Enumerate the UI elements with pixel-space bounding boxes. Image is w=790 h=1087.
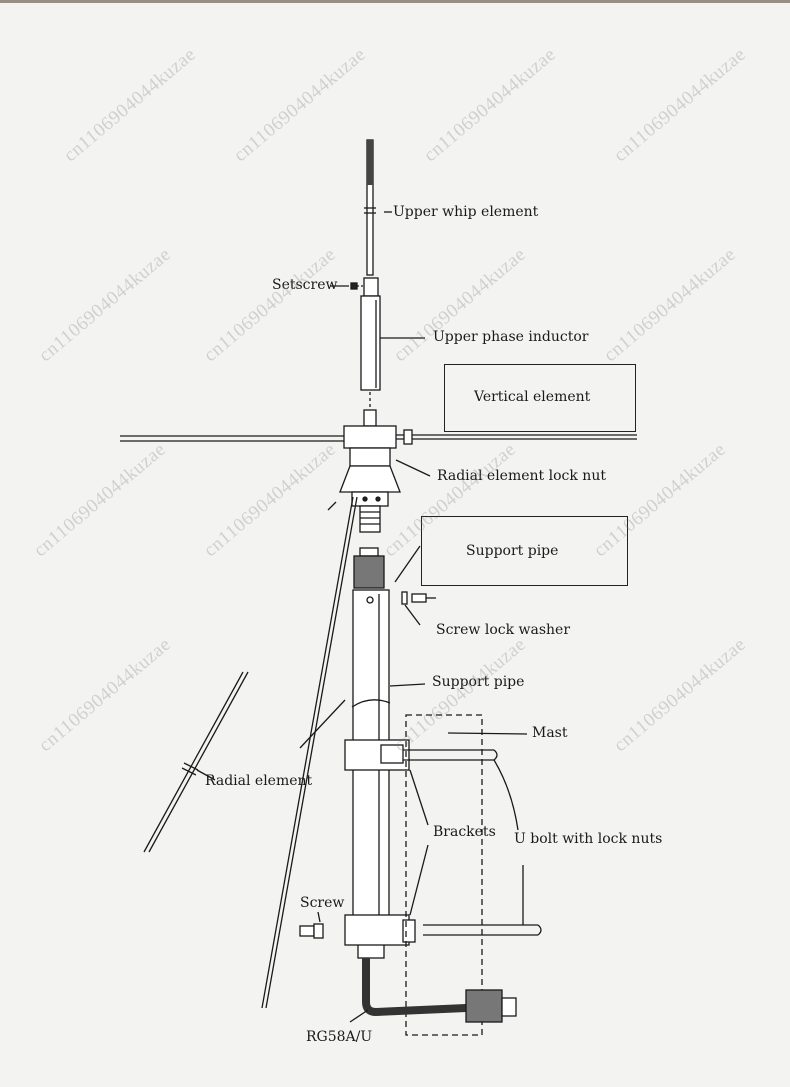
screw-lock-washer	[401, 591, 436, 626]
top-edge	[0, 0, 790, 3]
cable	[349, 958, 517, 1023]
label-u-bolt: U bolt with lock nuts	[514, 831, 663, 847]
vertical-element-rod	[395, 429, 637, 445]
mast	[405, 714, 528, 1036]
radial-rod-long	[261, 496, 358, 1009]
label-screw: Screw	[300, 895, 345, 911]
setscrew	[330, 282, 364, 290]
label-radial-element: Radial element	[205, 773, 313, 789]
label-setscrew: Setscrew	[272, 277, 338, 293]
upper-phase-inductor	[360, 277, 425, 410]
screw	[299, 911, 324, 939]
label-upper-whip-element: Upper whip element	[393, 204, 539, 220]
vertical-element-box	[444, 364, 636, 432]
u-bolts	[403, 749, 542, 936]
label-rg58au: RG58A/U	[306, 1029, 373, 1045]
label-brackets: Brackets	[433, 824, 496, 840]
label-radial-element-lock-nut: Radial element lock nut	[437, 468, 606, 484]
upper-whip-element	[364, 139, 392, 276]
label-mast: Mast	[532, 725, 568, 741]
radial-rod-short	[143, 671, 249, 853]
radial-rod-left	[120, 435, 345, 442]
connector-nut	[353, 547, 385, 589]
radial-hub	[339, 409, 431, 533]
label-support-pipe-box: Support pipe	[466, 543, 559, 559]
label-vertical-element: Vertical element	[474, 389, 591, 405]
label-upper-phase-inductor: Upper phase inductor	[433, 329, 589, 345]
label-screw-lock-washer: Screw lock washer	[436, 622, 571, 638]
label-support-pipe: Support pipe	[432, 674, 525, 690]
support-pipe-box	[421, 516, 628, 586]
